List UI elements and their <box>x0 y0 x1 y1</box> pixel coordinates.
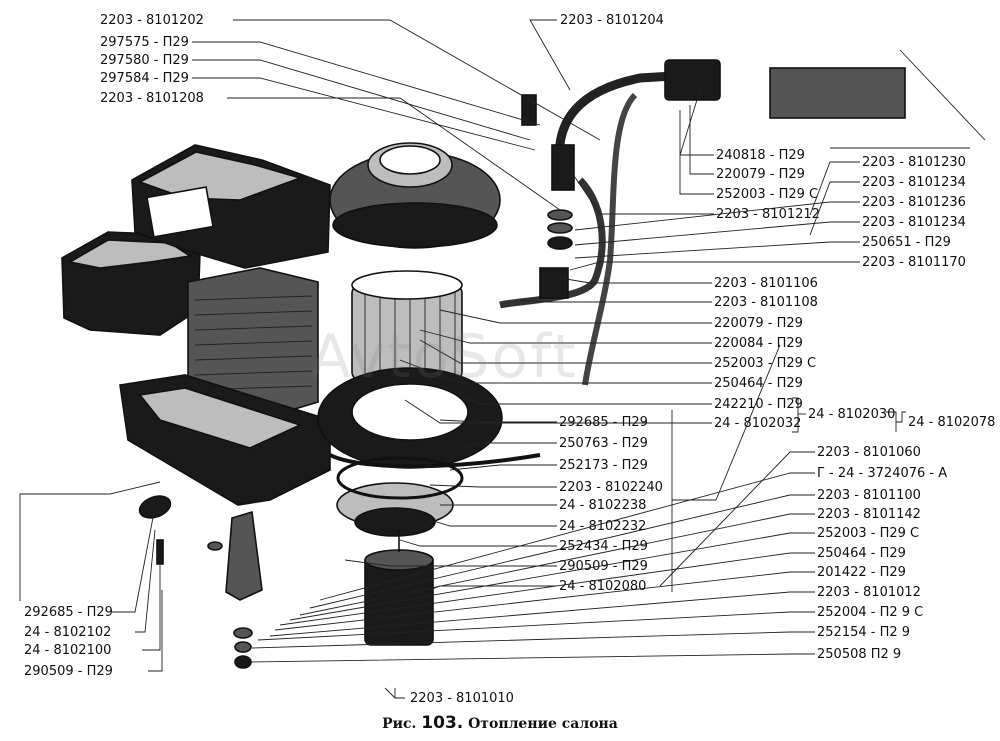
caption-number: 103. <box>421 713 464 733</box>
label-240818: 240818 - П29 <box>716 148 805 163</box>
label-24-8102100: 24 - 8102100 <box>24 643 111 658</box>
label-250508: 250508 П2 9 <box>817 647 901 662</box>
label-2203-8101106: 2203 - 8101106 <box>714 276 818 291</box>
label-2203-8101234-a: 2203 - 8101234 <box>862 175 966 190</box>
label-297575: 297575 - П29 <box>100 35 189 50</box>
label-2203-8101202: 2203 - 8101202 <box>100 13 204 28</box>
electric-motor-top <box>364 549 434 571</box>
label-297584: 297584 - П29 <box>100 71 189 86</box>
fan-impeller-top <box>351 270 463 300</box>
figure-caption: Рис. 103. Отопление салона <box>0 713 1000 733</box>
label-252154: 252154 - П2 9 <box>817 625 910 640</box>
label-2203-8101212: 2203 - 8101212 <box>716 207 820 222</box>
label-290509-center: 290509 - П29 <box>559 559 648 574</box>
label-2203-8102240: 2203 - 8102240 <box>559 480 663 495</box>
leader-lines <box>19 19 986 699</box>
caption-prefix: Рис. <box>382 716 417 732</box>
blower-volute-rim <box>332 202 498 248</box>
heater-hose-short <box>499 177 606 309</box>
label-2203-8101204: 2203 - 8101204 <box>560 13 664 28</box>
label-24-8102102: 24 - 8102102 <box>24 625 111 640</box>
caption-title: Отопление салона <box>468 716 618 732</box>
label-250464-mid: 250464 - П29 <box>714 376 803 391</box>
nut-bottom <box>234 655 252 669</box>
valve-washer-1 <box>547 209 573 221</box>
label-2203-8101236: 2203 - 8101236 <box>862 195 966 210</box>
label-250651: 250651 - П29 <box>862 235 951 250</box>
label-220079-upper: 220079 - П29 <box>716 167 805 182</box>
bolt-small <box>156 539 164 565</box>
label-24-8102080: 24 - 8102080 <box>559 579 646 594</box>
housing-tray-inner <box>138 387 303 449</box>
valve-cable <box>769 67 906 119</box>
clamp-strap <box>329 453 541 469</box>
valve-washer-2 <box>547 222 573 234</box>
valve-nut <box>547 236 573 250</box>
label-2203-8101170: 2203 - 8101170 <box>862 255 966 270</box>
label-24-8102030: 24 - 8102030 <box>808 407 895 422</box>
label-252003-mid: 252003 - П29 С <box>714 356 816 371</box>
mount-bracket <box>225 510 263 601</box>
label-252173: 252173 - П29 <box>559 458 648 473</box>
washer-1 <box>233 627 253 639</box>
washer-2 <box>234 641 252 653</box>
gasket-ring <box>336 456 464 500</box>
label-252434: 252434 - П29 <box>559 539 648 554</box>
label-250763: 250763 - П29 <box>559 436 648 451</box>
label-2203-8101012: 2203 - 8101012 <box>817 585 921 600</box>
label-24-8102238: 24 - 8102238 <box>559 498 646 513</box>
label-201422: 201422 - П29 <box>817 565 906 580</box>
heater-hose-lower <box>582 92 638 386</box>
small-fastener <box>521 94 537 126</box>
label-2203-8101010: 2203 - 8101010 <box>410 691 514 706</box>
duct-opening <box>146 186 214 238</box>
label-2203-8101208: 2203 - 8101208 <box>100 91 204 106</box>
label-2203-8101230: 2203 - 8101230 <box>862 155 966 170</box>
label-220084: 220084 - П29 <box>714 336 803 351</box>
label-g-24-3724076-a: Г - 24 - 3724076 - А <box>817 466 947 481</box>
watermark: AvtoSoft <box>310 322 578 392</box>
blower-volute-hole <box>379 145 441 175</box>
label-24-8102232: 24 - 8102232 <box>559 519 646 534</box>
label-252003-upper: 252003 - П29 С <box>716 187 818 202</box>
label-242210: 242210 - П29 <box>714 397 803 412</box>
label-24-8102078: 24 - 8102078 <box>908 415 995 430</box>
label-290509-left: 290509 - П29 <box>24 664 113 679</box>
valve-body <box>551 144 575 191</box>
impeller-blades <box>364 290 456 375</box>
motor-flange <box>354 507 436 537</box>
label-292685-center: 292685 - П29 <box>559 415 648 430</box>
part-labels: 2203 - 8101202 297575 - П29 297580 - П29… <box>24 13 995 706</box>
parts-drawing <box>61 59 906 669</box>
valve-fitting <box>539 267 569 299</box>
label-292685-left: 292685 - П29 <box>24 605 113 620</box>
hose-coupling <box>664 59 721 101</box>
label-252003-lower: 252003 - П29 С <box>817 526 919 541</box>
label-24-8102032: 24 - 8102032 <box>714 416 801 431</box>
label-252004: 252004 - П2 9 С <box>817 605 923 620</box>
label-2203-8101060: 2203 - 8101060 <box>817 445 921 460</box>
label-297580: 297580 - П29 <box>100 53 189 68</box>
label-250464-lower: 250464 - П29 <box>817 546 906 561</box>
housing-cover-face <box>67 239 193 269</box>
label-220079-mid: 220079 - П29 <box>714 316 803 331</box>
volute-lower-hole <box>351 383 469 441</box>
washer-left <box>207 541 223 551</box>
label-2203-8101234-b: 2203 - 8101234 <box>862 215 966 230</box>
label-2203-8101108: 2203 - 8101108 <box>714 295 818 310</box>
label-2203-8101142: 2203 - 8101142 <box>817 507 921 522</box>
label-2203-8101100: 2203 - 8101100 <box>817 488 921 503</box>
